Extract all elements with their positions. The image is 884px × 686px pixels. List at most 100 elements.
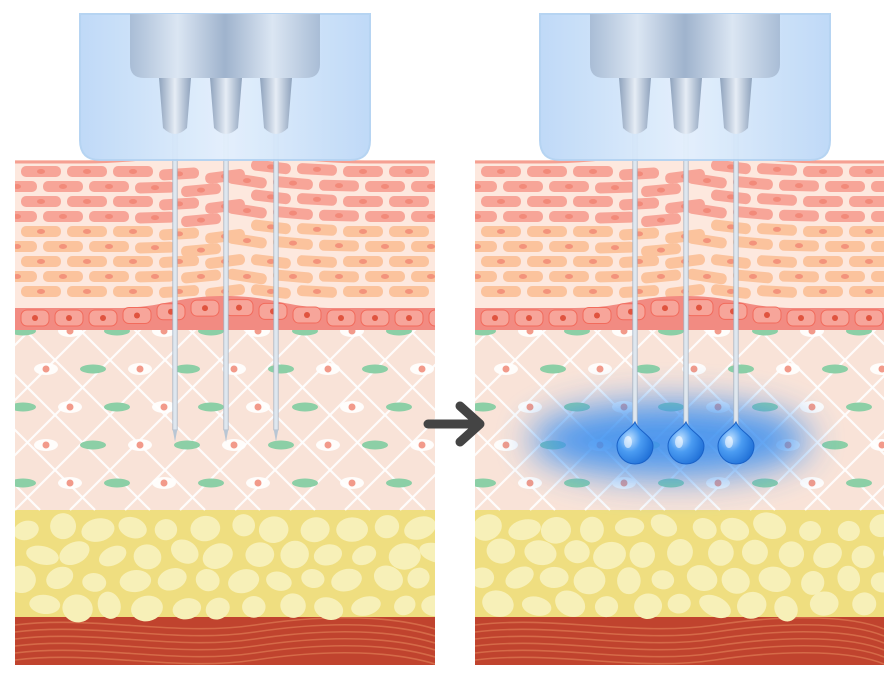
fat-cell bbox=[852, 592, 877, 616]
keratinocyte-cell bbox=[411, 211, 435, 222]
keratinocyte-nucleus bbox=[703, 274, 711, 279]
keratinocyte-nucleus bbox=[427, 244, 435, 249]
keratinocyte-nucleus bbox=[37, 199, 45, 204]
fibroblast-cell bbox=[846, 402, 872, 412]
keratinocyte-nucleus bbox=[865, 169, 873, 174]
fat-cell bbox=[258, 516, 289, 543]
muscle-fiber bbox=[475, 616, 884, 630]
fibroblast-cell bbox=[80, 440, 106, 450]
fat-cell bbox=[388, 543, 421, 570]
keratinocyte-nucleus bbox=[151, 245, 159, 251]
keratinocyte-nucleus bbox=[451, 199, 459, 204]
keratinocyte-nucleus bbox=[795, 213, 803, 219]
keratinocyte-nucleus bbox=[451, 259, 459, 264]
keratinocyte-nucleus bbox=[15, 244, 21, 249]
muscle-fiber bbox=[475, 637, 884, 651]
keratinocyte-nucleus bbox=[703, 238, 711, 244]
keratinocyte-nucleus bbox=[105, 274, 113, 279]
serum-droplet bbox=[717, 420, 755, 465]
fibroblast-cell bbox=[386, 402, 412, 412]
keratinocyte-nucleus bbox=[589, 199, 597, 204]
keratinocyte-nucleus bbox=[151, 274, 159, 279]
microneedle-tip bbox=[273, 430, 279, 442]
basal-cell-nucleus bbox=[560, 315, 566, 321]
fat-cell bbox=[62, 594, 93, 623]
keratinocyte-nucleus bbox=[243, 238, 251, 244]
keratinocyte-nucleus bbox=[773, 259, 781, 264]
keratinocyte-nucleus bbox=[381, 214, 389, 219]
fat-cell bbox=[741, 539, 768, 565]
keratinocyte-nucleus bbox=[313, 166, 321, 172]
dermal-cell-nucleus bbox=[784, 365, 792, 373]
skin-panel-before bbox=[0, 13, 459, 665]
keratinocyte-nucleus bbox=[451, 289, 459, 294]
keratinocyte-nucleus bbox=[129, 199, 137, 204]
dermal-cell-nucleus bbox=[690, 365, 698, 373]
fat-cell bbox=[801, 570, 825, 595]
keratinocyte-nucleus bbox=[475, 244, 481, 249]
keratinocyte-cell bbox=[435, 256, 475, 267]
dermal-cell-nucleus bbox=[348, 403, 356, 411]
fibroblast-cell bbox=[174, 364, 200, 374]
keratinocyte-nucleus bbox=[795, 243, 803, 249]
keratinocyte-nucleus bbox=[37, 259, 45, 264]
fat-cell bbox=[46, 566, 74, 590]
fat-cell bbox=[195, 569, 220, 592]
basal-cell-nucleus bbox=[696, 304, 702, 311]
fat-cell bbox=[301, 569, 325, 588]
basal-cell-nucleus bbox=[66, 315, 72, 321]
collagen-fiber bbox=[694, 319, 884, 511]
keratinocyte-nucleus bbox=[59, 274, 67, 279]
dermal-cell-nucleus bbox=[136, 365, 144, 373]
keratinocyte-nucleus bbox=[105, 244, 113, 249]
dermal-cell-nucleus bbox=[136, 441, 144, 449]
dermal-cell-nucleus bbox=[714, 479, 722, 487]
dermal-cell-nucleus bbox=[418, 441, 426, 449]
keratinocyte-nucleus bbox=[381, 244, 389, 249]
droplet-highlight bbox=[675, 436, 683, 448]
keratinocyte-nucleus bbox=[59, 244, 67, 249]
keratinocyte-nucleus bbox=[105, 214, 113, 219]
keratinocyte-cell bbox=[0, 226, 15, 237]
fibroblast-cell bbox=[386, 478, 412, 488]
fat-cell bbox=[336, 517, 368, 542]
fibroblast-cell bbox=[822, 440, 848, 450]
dermal-cell-nucleus bbox=[418, 365, 426, 373]
fibroblast-cell bbox=[104, 402, 130, 412]
fat-cell bbox=[737, 591, 767, 619]
keratinocyte-nucleus bbox=[359, 169, 367, 174]
basal-cell-nucleus bbox=[134, 312, 140, 319]
dermal-cell-nucleus bbox=[42, 441, 50, 449]
keratinocyte-nucleus bbox=[703, 178, 711, 184]
keratinocyte-nucleus bbox=[267, 194, 275, 200]
muscle-fiber bbox=[475, 644, 884, 658]
basal-cell-nucleus bbox=[372, 315, 378, 321]
collagen-fiber bbox=[15, 319, 151, 457]
keratinocyte-nucleus bbox=[451, 259, 459, 264]
muscle-fiber bbox=[15, 630, 435, 644]
keratinocyte-nucleus bbox=[773, 226, 781, 232]
fibroblast-cell bbox=[634, 364, 660, 374]
fibroblast-cell bbox=[198, 478, 224, 488]
fat-cell bbox=[508, 519, 541, 541]
basal-cell-nucleus bbox=[798, 315, 804, 321]
dermal-cell-nucleus bbox=[324, 365, 332, 373]
keratinocyte-nucleus bbox=[267, 164, 275, 170]
keratinocyte-nucleus bbox=[819, 229, 827, 234]
keratinocyte-nucleus bbox=[59, 214, 67, 219]
keratinocyte-nucleus bbox=[795, 274, 803, 279]
dermal-cell-nucleus bbox=[502, 441, 510, 449]
fibroblast-cell bbox=[822, 364, 848, 374]
collagen-fiber bbox=[15, 319, 96, 402]
keratinocyte-nucleus bbox=[59, 184, 67, 189]
fat-cell bbox=[540, 517, 571, 544]
fat-cell bbox=[202, 543, 233, 569]
fat-cell bbox=[482, 590, 514, 617]
keratinocyte-nucleus bbox=[313, 226, 321, 232]
keratinocyte-cell bbox=[871, 271, 884, 282]
dermal-cell-nucleus bbox=[526, 479, 534, 487]
keratinocyte-cell bbox=[871, 181, 884, 192]
keratinocyte-nucleus bbox=[841, 214, 849, 219]
collagen-fiber bbox=[399, 473, 435, 511]
arrow-head bbox=[455, 401, 485, 447]
